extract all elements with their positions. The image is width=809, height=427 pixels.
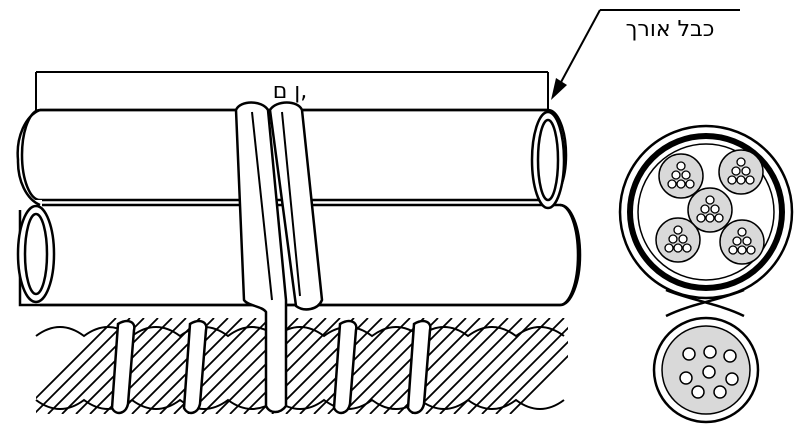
- cable-label: כבל אורך: [626, 17, 715, 42]
- length-dimension-bracket: [35, 71, 549, 112]
- leader-line: [559, 9, 740, 85]
- length-label: ן ם,: [273, 79, 308, 104]
- core-top-left: [658, 153, 704, 199]
- tube-left-end: [16, 204, 56, 304]
- twisted-rope: [36, 318, 568, 414]
- tube-right-end: [530, 110, 566, 210]
- core-bottom-right: [719, 219, 765, 265]
- twisted-band: [234, 101, 324, 414]
- messenger-strands: [679, 345, 739, 399]
- core-center: [687, 187, 733, 233]
- core-top-right: [718, 149, 764, 195]
- core-bottom-left: [655, 217, 701, 263]
- rope-wrap-bands: [110, 319, 432, 415]
- leader-arrowhead: [551, 78, 567, 100]
- cable-cross-section: [618, 124, 794, 424]
